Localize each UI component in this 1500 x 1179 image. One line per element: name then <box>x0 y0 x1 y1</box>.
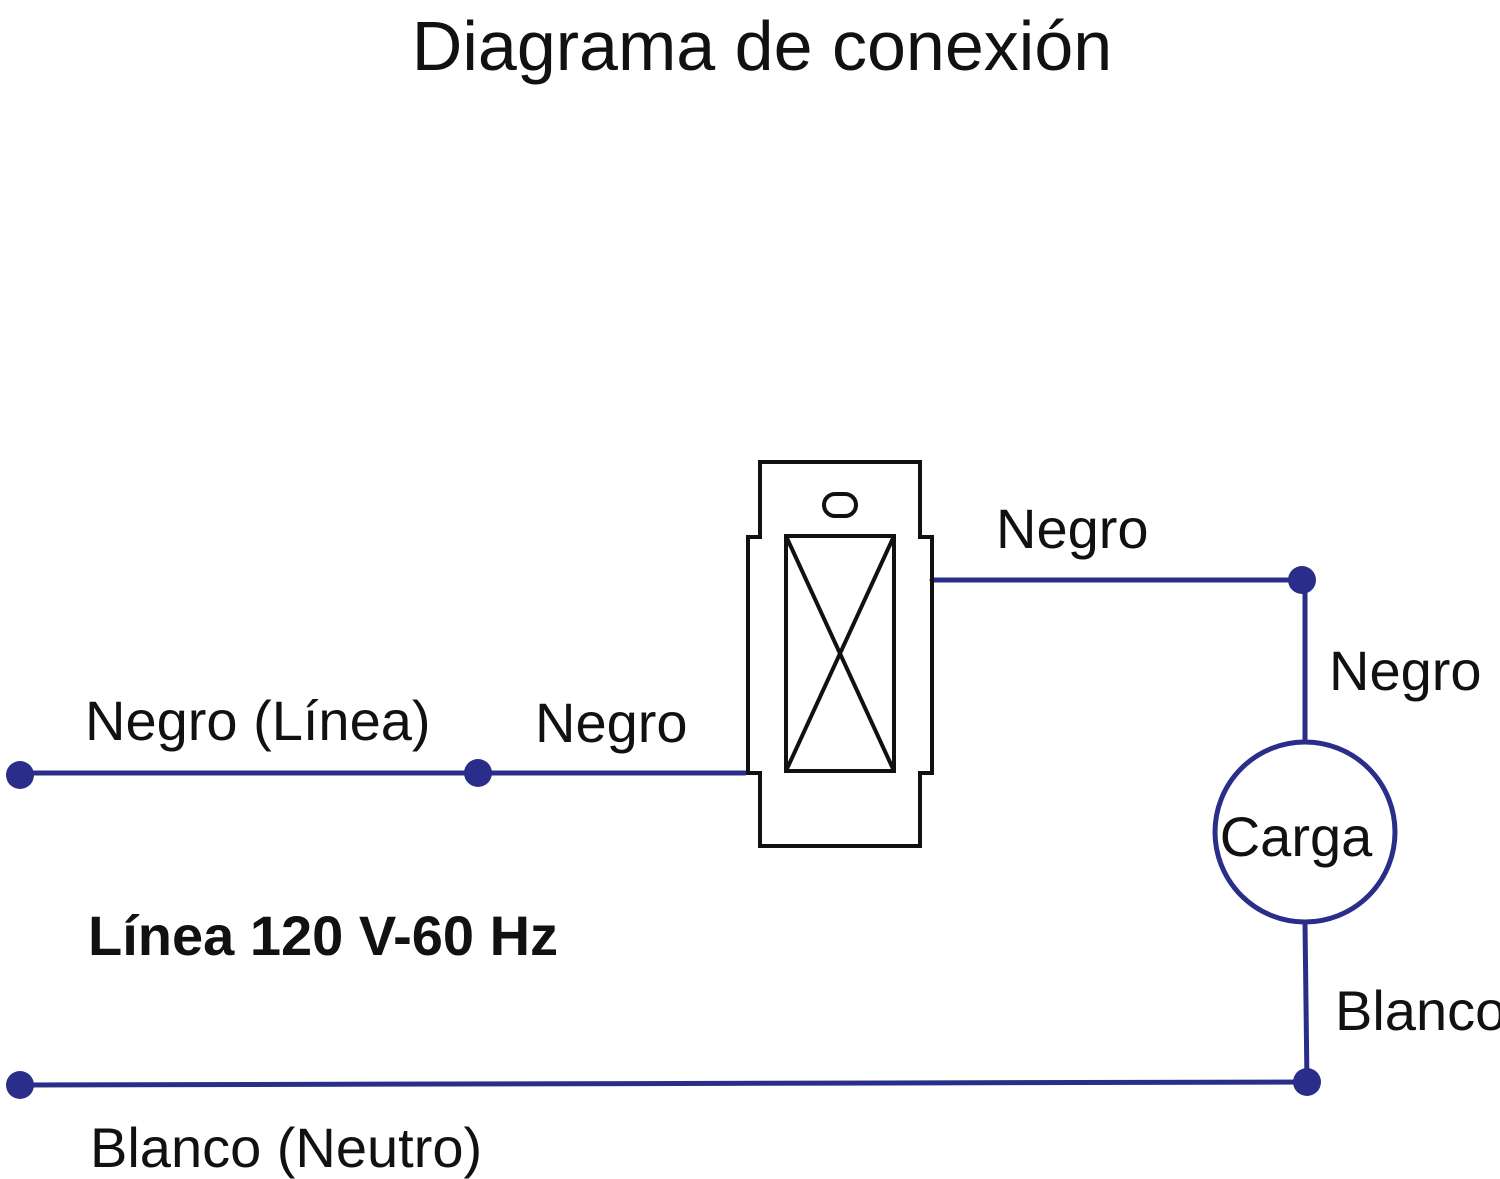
junction-dot-line-start <box>6 761 34 789</box>
wire-white-from-load <box>1302 919 1310 1087</box>
label-black-to-switch: Negro <box>535 691 688 754</box>
label-black-line: Negro (Línea) <box>85 689 431 752</box>
label-white-from-load: Blanco <box>1335 979 1500 1042</box>
label-load: Carga <box>1220 805 1373 868</box>
switch-indicator-icon <box>822 492 858 518</box>
junction-dots <box>6 566 1321 1099</box>
wire-white-neutral <box>17 1079 1310 1088</box>
switch-toggle-box <box>784 534 896 773</box>
junction-dot-load-bottom <box>1293 1068 1321 1096</box>
label-supply-voltage: Línea 120 V-60 Hz <box>88 904 558 967</box>
switch-symbol <box>746 460 934 848</box>
wires <box>17 577 1310 1088</box>
switch-body-outline <box>746 460 934 848</box>
load-circle <box>1212 739 1398 925</box>
label-black-from-switch: Negro <box>996 497 1149 560</box>
junction-dot-load-top <box>1288 566 1316 594</box>
diagram-title: Diagrama de conexión <box>412 7 1112 85</box>
switch-cross-line-2 <box>784 535 896 772</box>
label-white-neutral: Blanco (Neutro) <box>90 1116 482 1179</box>
junction-dot-line-splice <box>464 759 492 787</box>
label-black-to-load: Negro <box>1329 639 1482 702</box>
junction-dot-neutral-start <box>6 1071 34 1099</box>
